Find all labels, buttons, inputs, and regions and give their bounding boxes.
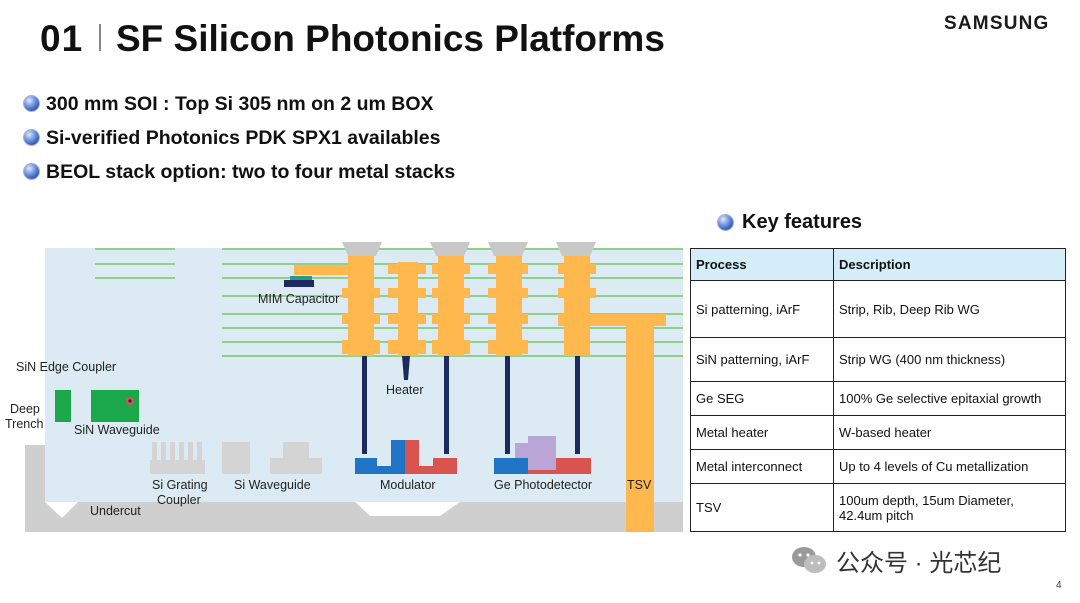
table-header-row: Process Description — [690, 248, 1066, 281]
platform-cross-section-diagram: MIM Capacitor SiN Edge Coupler Deep Tren… — [5, 242, 683, 532]
watermark-text: 公众号 · 光芯纪 — [836, 550, 1002, 577]
description-cell: Up to 4 levels of Cu metallization — [833, 449, 1066, 484]
photodetector-p-region — [494, 458, 528, 474]
undercut-label: Undercut — [90, 504, 141, 518]
samsung-logo: SAMSUNG — [944, 13, 1050, 34]
mim-capacitor-label: MIM Capacitor — [258, 292, 339, 306]
sin-edge-coupler-label: SiN Edge Coupler — [16, 360, 116, 374]
si-grating-label: Si Grating — [152, 478, 208, 492]
key-features-table: Process Description Si patterning, iArF … — [690, 248, 1066, 532]
key-features-title: Key features — [742, 211, 863, 233]
ge-photodetector-label: Ge Photodetector — [494, 478, 592, 492]
modulator-label: Modulator — [380, 478, 436, 492]
si-waveguide-label: Si Waveguide — [234, 478, 311, 492]
undercut-cavity — [45, 502, 78, 518]
title-divider — [99, 24, 101, 51]
sin-waveguide-label: SiN Waveguide — [74, 423, 160, 437]
description-cell: 100um depth, 15um Diameter, 42.4um pitch — [833, 483, 1066, 532]
sin-waveguide — [91, 390, 139, 422]
key-features-bullet-icon — [718, 215, 733, 230]
bullet-icon — [24, 164, 39, 179]
slide-number: 01 — [40, 18, 84, 59]
process-cell: Ge SEG — [690, 381, 834, 416]
description-cell: Strip WG (400 nm thickness) — [833, 337, 1066, 382]
vias — [362, 356, 580, 454]
table-row: SiN patterning, iArF Strip WG (400 nm th… — [690, 337, 1066, 382]
table-row: Metal heater W-based heater — [690, 415, 1066, 450]
bullet-item: Si-verified Photonics PDK SPX1 available… — [46, 127, 441, 149]
tsv — [626, 314, 654, 532]
column-header-description: Description — [833, 248, 1066, 281]
bullet-icon — [24, 96, 39, 111]
description-cell: Strip, Rib, Deep Rib WG — [833, 280, 1066, 338]
germanium-absorber — [528, 436, 556, 470]
metal-interconnect — [294, 256, 666, 356]
page-title: SF Silicon Photonics Platforms — [116, 18, 665, 59]
deep-trench-label: Deep — [10, 402, 40, 416]
si-rib-waveguide — [270, 458, 322, 474]
bullet-item: 300 mm SOI : Top Si 305 nm on 2 um BOX — [46, 93, 434, 115]
deep-trench-label-2: Trench — [5, 417, 43, 431]
description-cell: W-based heater — [833, 415, 1066, 450]
si-grating-coupler — [150, 442, 205, 474]
wechat-icon — [792, 547, 826, 573]
bullet-item: BEOL stack option: two to four metal sta… — [46, 161, 456, 183]
table-row: Si patterning, iArF Strip, Rib, Deep Rib… — [690, 280, 1066, 338]
table-row: Metal interconnect Up to 4 levels of Cu … — [690, 449, 1066, 484]
mim-capacitor-top — [290, 276, 312, 280]
tsv-label: TSV — [627, 478, 652, 492]
table-row: TSV 100um depth, 15um Diameter, 42.4um p… — [690, 483, 1066, 532]
bullet-icon — [24, 130, 39, 145]
process-cell: Si patterning, iArF — [690, 280, 834, 338]
trench-cavity — [355, 502, 460, 516]
table-row: Ge SEG 100% Ge selective epitaxial growt… — [690, 381, 1066, 416]
si-grating-label-2: Coupler — [157, 493, 201, 507]
mim-capacitor — [284, 280, 314, 287]
bond-pads — [342, 242, 596, 256]
process-cell: Metal heater — [690, 415, 834, 450]
si-waveguide — [222, 442, 250, 474]
process-cell: Metal interconnect — [690, 449, 834, 484]
modulator-n-region — [405, 440, 419, 474]
deep-trench — [55, 390, 71, 422]
process-cell: SiN patterning, iArF — [690, 337, 834, 382]
modulator-p-region — [355, 458, 377, 474]
column-header-process: Process — [690, 248, 834, 281]
process-cell: TSV — [690, 483, 834, 532]
description-cell: 100% Ge selective epitaxial growth — [833, 381, 1066, 416]
heater-label: Heater — [386, 383, 424, 397]
photodetector-n-region — [556, 458, 591, 474]
substrate-step — [25, 445, 45, 502]
page-number: 4 — [1056, 580, 1062, 591]
substrate — [25, 502, 683, 532]
